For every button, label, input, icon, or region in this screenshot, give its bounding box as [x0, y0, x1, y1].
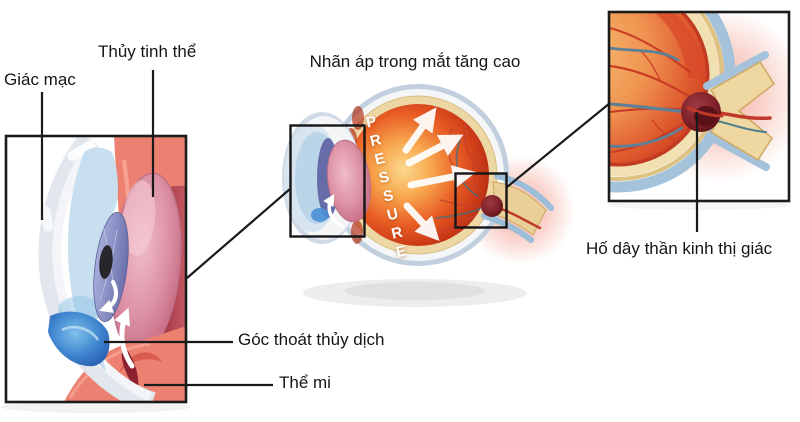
aqueous-flow-arrow-large [114, 307, 135, 369]
pressure-arrow-down-right [403, 202, 440, 241]
label-optic-nerve-cup: Hố dây thần kinh thị giác [586, 239, 773, 258]
aqueous-flow-arrow [323, 193, 344, 228]
connector-left-panel [186, 188, 291, 279]
optic-nerve [481, 173, 554, 243]
pressure-arrow-right [407, 165, 477, 189]
optic-nerve-head [681, 51, 776, 171]
pressure-arrows [402, 107, 477, 241]
left-zoom-panel-illustration [4, 134, 188, 404]
right-zoom-panel-illustration [607, 10, 791, 203]
leader-lines [40, 70, 699, 387]
diagram-title: Nhãn áp trong mắt tăng cao [309, 52, 521, 71]
left-panel-border [4, 134, 188, 404]
zoom-rect-optic-nerve [454, 172, 508, 229]
pressure-arrow-right-up [405, 134, 464, 167]
drainage-angle-shape [48, 311, 110, 367]
optic-cup [481, 195, 503, 217]
connector-right-panel [506, 102, 611, 188]
label-drainage-angle: Góc thoát thủy dịch [238, 330, 385, 349]
right-panel-border [607, 10, 791, 203]
lens-center [326, 139, 372, 223]
label-ciliary-body: Thể mi [279, 373, 331, 392]
drop-shadows [1, 200, 791, 413]
center-eye-illustration [282, 84, 575, 266]
zoom-rect-anterior [289, 124, 366, 238]
label-lens: Thủy tinh thể [98, 42, 197, 61]
aqueous-flow-arrow-small [98, 280, 118, 313]
pressure-arrow-up-right [402, 107, 437, 154]
label-cornea: Giác mạc [4, 70, 76, 89]
anterior-segment [282, 112, 372, 244]
pupil-shape [99, 245, 113, 279]
